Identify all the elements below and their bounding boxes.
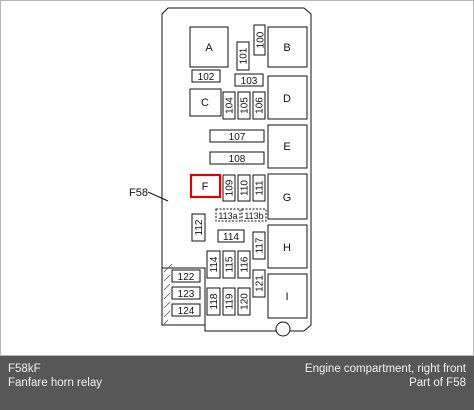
fuse-108-label: 108 xyxy=(229,154,246,165)
fuse-122: 121 xyxy=(252,269,266,298)
fuse-116: 115 xyxy=(222,250,236,279)
hatch-line xyxy=(163,310,171,318)
fuse-113b: 113b xyxy=(241,208,267,222)
fuse-104: 104 xyxy=(222,91,236,120)
fuse-101: 101 xyxy=(236,41,250,71)
fuse-118: 117 xyxy=(252,231,266,260)
fuse-120-label: 119 xyxy=(225,293,236,309)
fuse-107-label: 107 xyxy=(229,132,246,143)
component-location: Engine compartment, right front xyxy=(304,363,466,375)
fuse-110-label: 110 xyxy=(240,180,251,196)
relay-a: A xyxy=(189,26,229,68)
hatch-line xyxy=(163,292,171,300)
fuse-106: 106 xyxy=(252,91,266,120)
fuse-124: 123 xyxy=(171,286,201,300)
fuse-125: 124 xyxy=(171,303,201,317)
fuse-box-outline xyxy=(161,7,312,332)
fuse-103: 103 xyxy=(234,73,264,87)
fuse-111: 111 xyxy=(252,174,266,202)
diagram-panel: F58 A B C D E F G xyxy=(0,0,474,356)
callout-leader-line xyxy=(147,191,169,202)
fuse-113b-label: 113b xyxy=(244,211,263,221)
fuse-104-label: 104 xyxy=(225,97,236,114)
fuse-box-side-extension xyxy=(162,267,206,325)
relay-e-label: E xyxy=(283,141,290,153)
fuse-121-label: 120 xyxy=(240,293,251,310)
fuse-117: 116 xyxy=(237,250,251,279)
fuse-111-label: 111 xyxy=(255,180,266,196)
fuse-119: 118 xyxy=(206,287,221,316)
hatch-line xyxy=(163,263,173,273)
relay-d-label: D xyxy=(283,93,291,105)
fuse-106-label: 106 xyxy=(255,97,266,114)
fuse-116-label: 115 xyxy=(225,256,236,272)
fuse-112-label: 112 xyxy=(194,219,205,235)
fuse-box-diagram: F58 A B C D E F G xyxy=(129,7,312,337)
component-code: F58kF xyxy=(8,363,41,375)
fuse-122-label: 121 xyxy=(255,275,266,292)
fuse-115: 114 xyxy=(206,250,221,279)
relay-g: G xyxy=(267,173,308,220)
relay-b-label: B xyxy=(283,42,290,54)
relay-c-label: C xyxy=(201,97,209,109)
fuse-125-label: 124 xyxy=(178,306,195,317)
component-name: Fanfare horn relay xyxy=(8,377,102,389)
fuse-124-label: 123 xyxy=(178,289,195,300)
relay-d: D xyxy=(267,75,308,120)
fuse-113a-label: 113a xyxy=(218,211,237,221)
fuse-110: 110 xyxy=(237,174,251,202)
fuse-123: 122 xyxy=(171,269,201,283)
fuse-103-label: 103 xyxy=(241,76,258,87)
fuse-100: 100 xyxy=(253,24,267,56)
relay-i-label: I xyxy=(285,291,288,303)
hatch-line xyxy=(163,301,171,309)
fuse-105-label: 105 xyxy=(240,97,251,114)
fuse-114-label: 114 xyxy=(223,232,239,243)
fuse-102: 102 xyxy=(191,69,221,83)
fuse-114: 114 xyxy=(217,229,245,243)
relay-f-highlighted: F xyxy=(189,173,222,199)
fuse-117-label: 116 xyxy=(240,256,251,272)
fuse-119-label: 118 xyxy=(209,293,220,309)
relay-i: I xyxy=(267,273,308,319)
hatch-line xyxy=(163,283,171,291)
fuse-107: 107 xyxy=(209,129,265,143)
fuse-101-label: 101 xyxy=(239,47,250,64)
fuse-123-label: 122 xyxy=(178,272,195,283)
relay-e: E xyxy=(267,124,308,169)
fuse-120: 119 xyxy=(222,287,236,316)
relay-h: H xyxy=(267,224,308,269)
fuse-102-label: 102 xyxy=(198,72,215,83)
fuse-118-label: 117 xyxy=(255,237,266,253)
hatch-line xyxy=(163,274,171,282)
caption-bar: F58kF Fanfare horn relay Engine compartm… xyxy=(0,356,474,410)
component-parent: Part of F58 xyxy=(409,377,466,389)
relay-f-label: F xyxy=(202,181,209,193)
relay-g-label: G xyxy=(283,192,292,204)
relay-c: C xyxy=(189,88,222,117)
relay-b: B xyxy=(267,26,308,68)
fuse-113a: 113a xyxy=(215,208,241,222)
relay-a-label: A xyxy=(205,42,213,54)
hatch-line xyxy=(163,319,169,325)
fuse-100-label: 100 xyxy=(256,31,267,48)
relay-h-label: H xyxy=(283,242,291,254)
fuse-112: 112 xyxy=(191,213,206,242)
fuse-108: 108 xyxy=(209,151,265,165)
mounting-hole xyxy=(275,321,291,337)
callout-label: F58 xyxy=(129,187,148,199)
fuse-109-label: 109 xyxy=(225,179,236,196)
fuse-121: 120 xyxy=(237,287,251,316)
fuse-109: 109 xyxy=(222,174,236,202)
fuse-115-label: 114 xyxy=(209,256,220,272)
fuse-105: 105 xyxy=(237,91,251,120)
